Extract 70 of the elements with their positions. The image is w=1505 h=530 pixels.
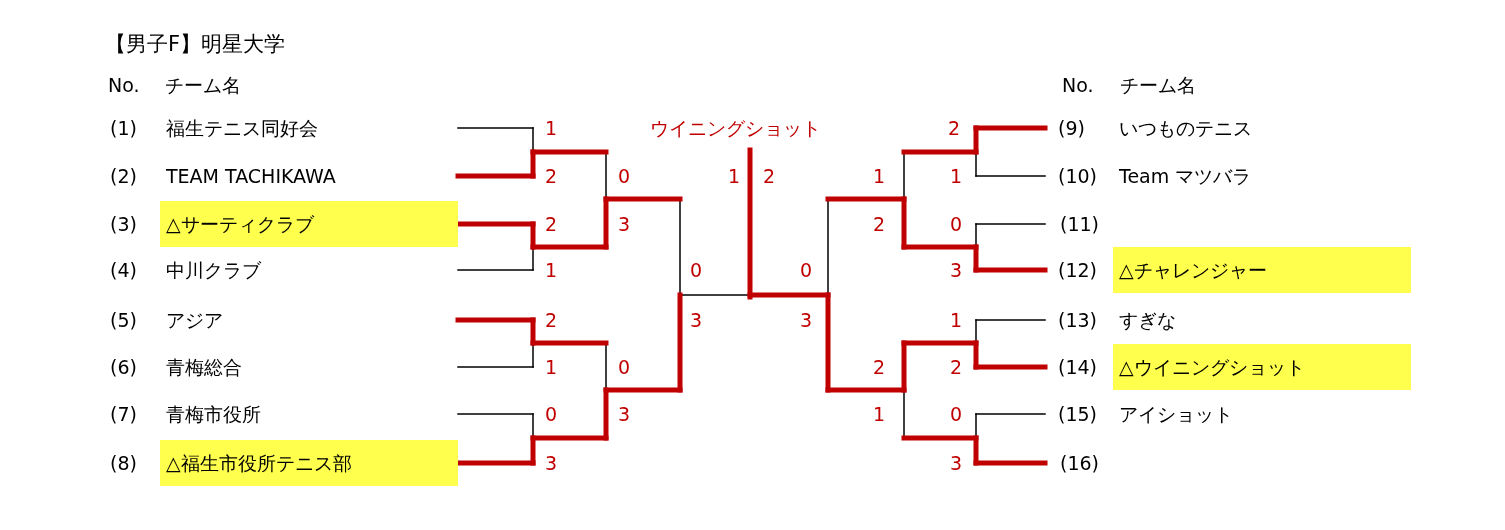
team-name: 福生テニス同好会 [166, 116, 318, 140]
set-score: 2 [545, 212, 558, 236]
set-score: 0 [618, 164, 631, 188]
set-score: 1 [545, 355, 558, 379]
team-name: △福生市役所テニス部 [166, 451, 352, 475]
set-score: 0 [950, 212, 963, 236]
set-score: 2 [873, 355, 886, 379]
team-name: Team マツバラ [1119, 164, 1252, 188]
team-name: アイショット [1119, 402, 1233, 426]
set-score: 1 [950, 308, 963, 332]
team-name: 中川クラブ [166, 258, 261, 282]
highlighted-team-name [160, 440, 458, 486]
team-name: すぎな [1119, 308, 1176, 332]
column-header: チーム名 [1120, 73, 1196, 97]
entry-number: (16) [1060, 451, 1099, 475]
set-score: 0 [618, 355, 631, 379]
set-score: 3 [618, 212, 631, 236]
bracket-title: 【男子F】明星大学 [105, 32, 286, 58]
entry-number: (7) [110, 402, 137, 426]
team-name: △サーティクラブ [166, 212, 314, 236]
set-score: 2 [545, 164, 558, 188]
entry-number: (2) [110, 164, 137, 188]
entry-number: (10) [1058, 164, 1097, 188]
set-score: 1 [950, 164, 963, 188]
highlighted-team-name [160, 201, 458, 247]
entry-number: (6) [110, 355, 137, 379]
set-score: 0 [545, 402, 558, 426]
set-score: 3 [950, 451, 963, 475]
set-score: 3 [950, 258, 963, 282]
entry-number: (3) [110, 212, 137, 236]
entry-number: (1) [110, 116, 137, 140]
set-score: 3 [545, 451, 558, 475]
team-name: 青梅市役所 [166, 402, 261, 426]
team-name: △ウイニングショット [1119, 355, 1305, 379]
set-score: 3 [800, 308, 813, 332]
team-name: TEAM TACHIKAWA [166, 164, 336, 188]
entry-number: (9) [1058, 116, 1085, 140]
highlighted-team-name [1113, 344, 1411, 390]
entry-number: (5) [110, 308, 137, 332]
set-score: 3 [690, 308, 703, 332]
set-score: 2 [545, 308, 558, 332]
champion-name: ウイニングショット [650, 116, 821, 140]
column-header: No. [1062, 73, 1094, 97]
entry-number: (12) [1058, 258, 1097, 282]
team-name: いつものテニス [1119, 116, 1252, 140]
entry-number: (15) [1058, 402, 1097, 426]
set-score: 1 [728, 164, 741, 188]
team-name: △チャレンジャー [1119, 258, 1267, 282]
set-score: 0 [690, 258, 703, 282]
team-name: 青梅総合 [166, 355, 242, 379]
column-header: チーム名 [165, 73, 241, 97]
set-score: 2 [948, 116, 961, 140]
set-score: 3 [618, 402, 631, 426]
set-score: 0 [950, 402, 963, 426]
entry-number: (14) [1058, 355, 1097, 379]
entry-number: (11) [1060, 212, 1099, 236]
team-name: アジア [166, 308, 223, 332]
highlighted-team-name [1113, 247, 1411, 293]
set-score: 1 [545, 258, 558, 282]
set-score: 2 [950, 355, 963, 379]
column-header: No. [108, 73, 140, 97]
set-score: 2 [873, 212, 886, 236]
set-score: 1 [873, 164, 886, 188]
set-score: 2 [763, 164, 776, 188]
set-score: 1 [545, 116, 558, 140]
entry-number: (13) [1058, 308, 1097, 332]
entry-number: (8) [110, 451, 137, 475]
entry-number: (4) [110, 258, 137, 282]
set-score: 0 [800, 258, 813, 282]
set-score: 1 [873, 402, 886, 426]
